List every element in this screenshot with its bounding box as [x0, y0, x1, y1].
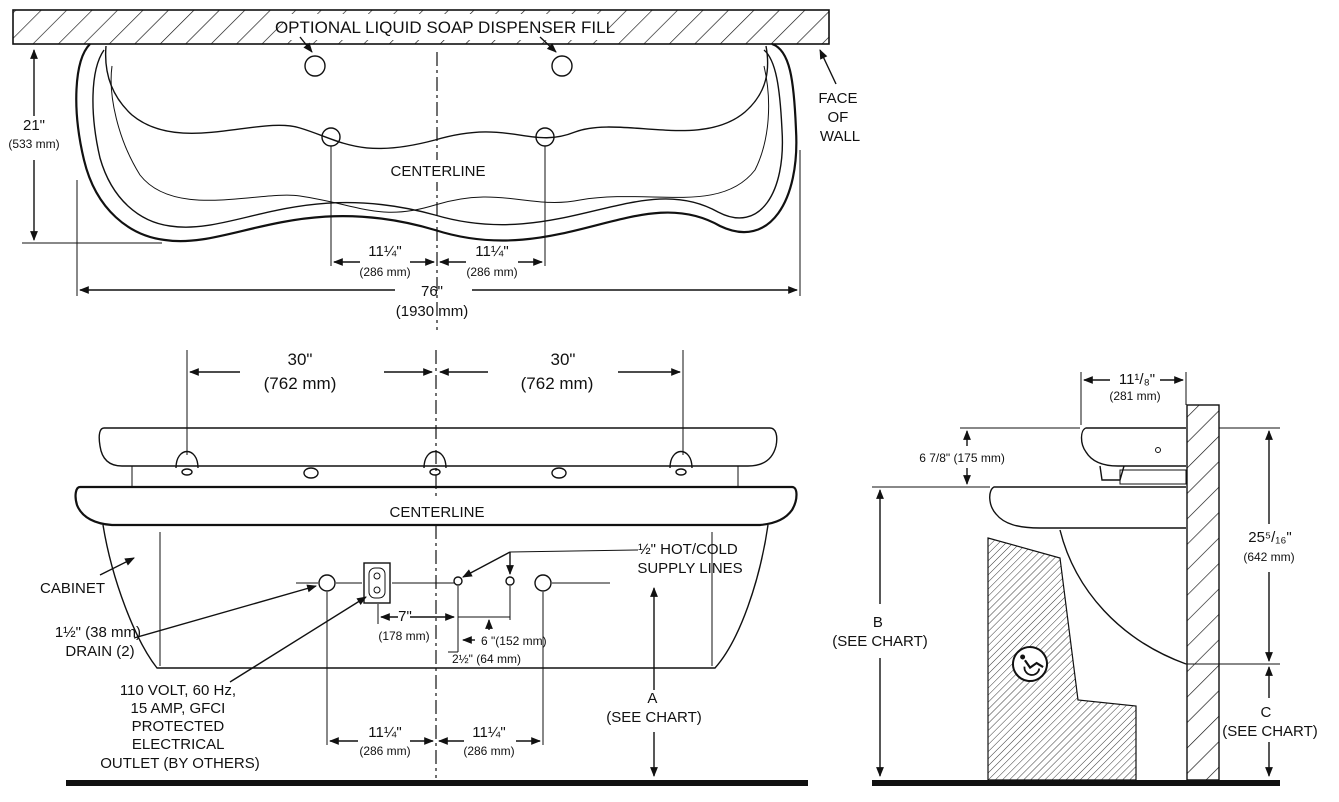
- top-left-spacing: 11¼": [368, 243, 401, 260]
- basin-rim: [92, 49, 784, 228]
- side-wall: [1186, 404, 1220, 781]
- side-width-mm: (281 mm): [1109, 389, 1160, 403]
- dim-6: 6 "(152 mm): [481, 634, 547, 648]
- see-chart-b: B (SEE CHART): [832, 614, 928, 650]
- top-left-spacing-mm: (286 mm): [359, 265, 410, 279]
- dim-7-mm: (178 mm): [378, 629, 429, 643]
- accessibility-icon: [1012, 646, 1048, 682]
- drain-right: [534, 574, 552, 592]
- bottom-right-spacing-mm: (286 mm): [463, 744, 514, 758]
- front-faucets: [175, 451, 693, 479]
- side-height-mm: (642 mm): [1243, 550, 1294, 564]
- soap-fill-label: OPTIONAL LIQUID SOAP DISPENSER FILL: [275, 18, 615, 37]
- cabinet-label: CABINET: [40, 580, 105, 597]
- front-left-span-mm: (762 mm): [264, 374, 337, 393]
- supply-cold: [505, 576, 515, 586]
- soap-hole-left: [304, 55, 326, 77]
- front-floor: [66, 780, 808, 786]
- side-height: 25⁵/₁₆": [1248, 529, 1292, 546]
- see-chart-c: C (SEE CHART): [1222, 704, 1318, 740]
- side-view: 11¹/₈" (281 mm) 6 7/8" (175 mm) 25⁵/₁₆": [832, 371, 1318, 786]
- top-right-spacing-mm: (286 mm): [466, 265, 517, 279]
- supply-hot: [453, 576, 463, 586]
- face-of-wall-label: FACE OF WALL: [818, 90, 861, 145]
- bottom-left-spacing: 11¼": [368, 724, 401, 741]
- drain-label: 1½" (38 mm) DRAIN (2): [55, 624, 145, 660]
- bottom-left-spacing-mm: (286 mm): [359, 744, 410, 758]
- front-left-span: 30": [288, 350, 313, 369]
- overall-width-mm: (1930 mm): [396, 303, 469, 320]
- supply-lines-label: ½" HOT/COLD SUPPLY LINES: [637, 541, 742, 577]
- knee-clearance: [987, 537, 1137, 781]
- top-right-spacing: 11¼": [475, 243, 508, 260]
- depth-dimension: 21": [23, 117, 45, 134]
- basin-outer: [75, 42, 798, 243]
- electrical-outlet: [363, 562, 391, 604]
- soap-hole-right: [551, 55, 573, 77]
- top-view: OPTIONAL LIQUID SOAP DISPENSER FILL CENT…: [8, 9, 861, 330]
- front-view: 30" (762 mm) 30" (762 mm) CENTERL: [40, 350, 808, 786]
- side-basin: [989, 486, 1186, 529]
- depth-dimension-mm: (533 mm): [8, 137, 59, 151]
- side-rise: 6 7/8" (175 mm): [919, 451, 1005, 465]
- front-centerline-label: CENTERLINE: [389, 504, 484, 521]
- dim-2half: 2½" (64 mm): [452, 652, 521, 666]
- see-chart-a: A (SEE CHART): [606, 690, 702, 726]
- overall-width: 76": [421, 283, 443, 300]
- top-centerline-label: CENTERLINE: [390, 163, 485, 180]
- front-upper-shelf: [98, 427, 778, 467]
- outlet-label: 110 VOLT, 60 Hz, 15 AMP, GFCI PROTECTED …: [100, 682, 259, 772]
- front-right-span-mm: (762 mm): [521, 374, 594, 393]
- drain-left: [318, 574, 336, 592]
- dim-7: 7": [398, 608, 412, 625]
- side-width: 11¹/₈": [1119, 371, 1155, 388]
- bottom-right-spacing: 11¼": [472, 724, 505, 741]
- side-floor: [872, 780, 1280, 786]
- front-basin: [74, 485, 798, 527]
- front-right-span: 30": [551, 350, 576, 369]
- basin-inner: [104, 45, 769, 150]
- side-upper-shelf: [1080, 427, 1186, 467]
- side-bowl: [1059, 529, 1187, 665]
